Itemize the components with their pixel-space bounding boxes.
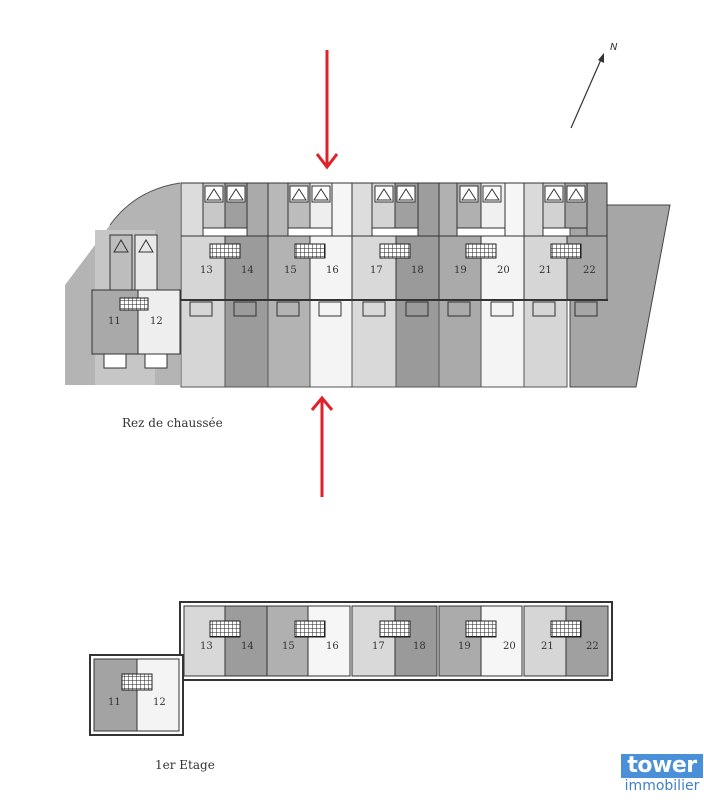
unit-label-13: 13 [200, 265, 213, 276]
tower-immobilier-logo: tower immobilier [621, 754, 703, 794]
unit-label-20: 20 [503, 641, 516, 652]
unit-label-22: 22 [586, 641, 599, 652]
first-floor-label: 1er Etage [155, 758, 215, 772]
unit-label-21: 21 [541, 641, 554, 652]
unit-label-12: 12 [153, 697, 166, 708]
arrow-up-icon [310, 395, 334, 497]
unit-label-19: 19 [454, 265, 467, 276]
unit-label-16: 16 [326, 641, 339, 652]
logo-wordmark: tower [621, 754, 703, 778]
unit-label-22: 22 [583, 265, 596, 276]
unit-label-16: 16 [326, 265, 339, 276]
unit-label-14: 14 [241, 265, 254, 276]
unit-label-20: 20 [497, 265, 510, 276]
unit-label-18: 18 [411, 265, 424, 276]
first-floor-plan [89, 601, 613, 736]
ground-floor-label: Rez de chaussée [122, 416, 223, 430]
unit-label-19: 19 [458, 641, 471, 652]
unit-label-13: 13 [200, 641, 213, 652]
unit-label-15: 15 [284, 265, 297, 276]
unit-label-18: 18 [413, 641, 426, 652]
ground-floor-plan [65, 182, 671, 388]
north-label: N [610, 42, 618, 53]
arrow-down-icon [315, 50, 339, 170]
unit-label-21: 21 [539, 265, 552, 276]
unit-label-15: 15 [282, 641, 295, 652]
unit-label-17: 17 [372, 641, 385, 652]
unit-label-12: 12 [150, 316, 163, 327]
north-arrow-icon [570, 53, 604, 129]
unit-label-14: 14 [241, 641, 254, 652]
unit-label-11: 11 [108, 697, 121, 708]
logo-subtitle: immobilier [624, 778, 700, 794]
unit-label-11: 11 [108, 316, 121, 327]
unit-label-17: 17 [370, 265, 383, 276]
